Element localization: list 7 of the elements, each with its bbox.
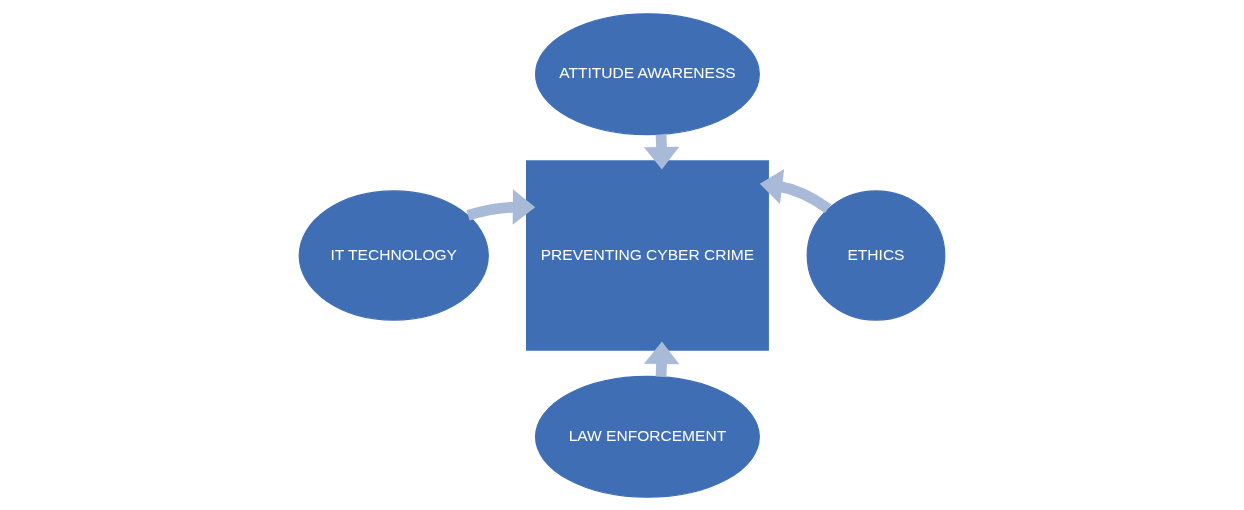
node-ellipse: IT TECHNOLOGY bbox=[298, 189, 489, 321]
arrow bbox=[466, 188, 536, 225]
node-circle: ETHICS bbox=[806, 189, 946, 321]
node-box: PREVENTING CYBER CRIME bbox=[525, 159, 769, 351]
node-ellipse: ATTITUDE AWARENESS bbox=[534, 12, 760, 135]
arrow bbox=[759, 168, 832, 213]
node-ellipse: LAW ENFORCEMENT bbox=[534, 375, 760, 498]
